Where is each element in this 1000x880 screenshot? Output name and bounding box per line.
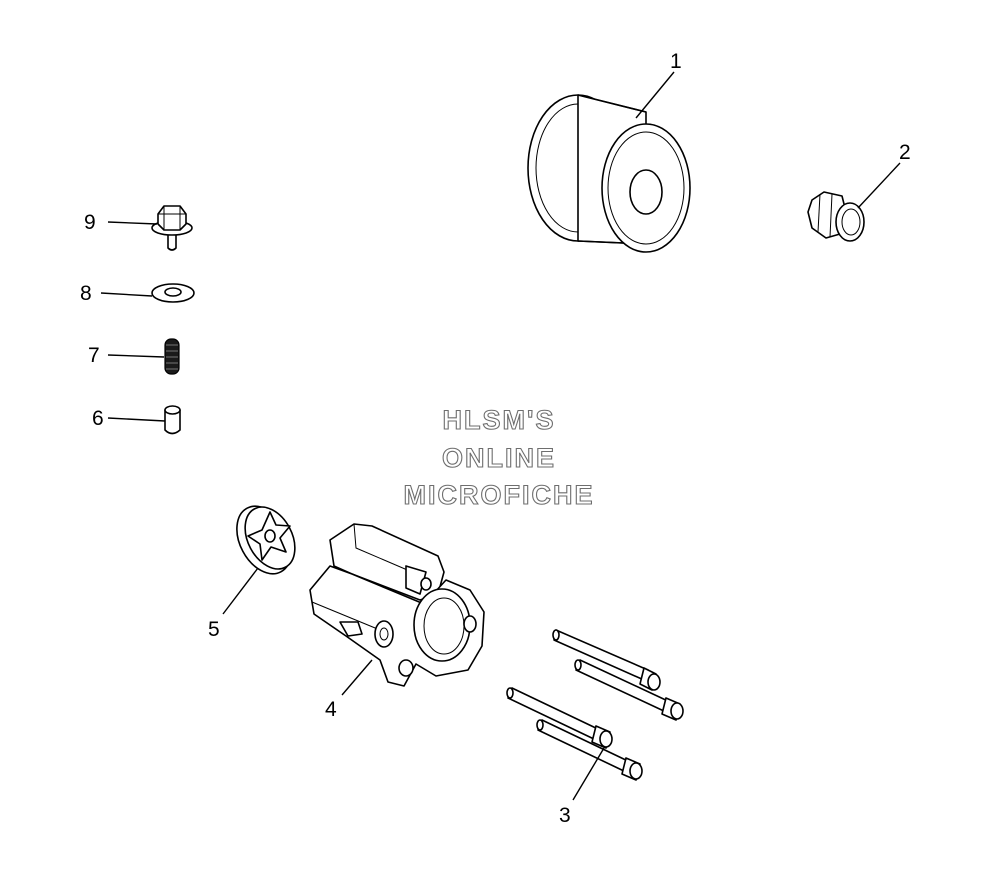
leader-4 (341, 659, 373, 696)
callout-6: 6 (92, 407, 104, 430)
leader-3 (572, 747, 605, 801)
leader-2 (857, 162, 901, 209)
pump-rotor[interactable] (226, 497, 305, 583)
leader-7 (107, 354, 165, 358)
callout-5: 5 (208, 618, 220, 641)
bolt-1[interactable] (552, 629, 661, 691)
leader-6 (107, 417, 166, 422)
watermark-line-1: HLSM'S (443, 405, 556, 435)
callout-1: 1 (670, 50, 682, 73)
bolt-2[interactable] (574, 659, 684, 721)
leader-lines (100, 71, 901, 801)
bolt-3[interactable] (506, 687, 613, 749)
oil-pump-body[interactable] (309, 523, 485, 687)
stud[interactable] (164, 338, 180, 375)
flange-bolt[interactable] (151, 205, 193, 251)
callout-4: 4 (325, 698, 337, 721)
dowel-pin[interactable] (164, 405, 181, 435)
oil-filter[interactable] (527, 94, 691, 253)
watermark: HLSM'S ONLINE MICROFICHE (403, 404, 595, 510)
bolt-4[interactable] (536, 719, 643, 781)
leader-8 (100, 292, 153, 297)
watermark-line-3: MICROFICHE (404, 480, 595, 510)
washer[interactable] (151, 283, 195, 303)
callout-8: 8 (80, 282, 92, 305)
callout-3: 3 (559, 804, 571, 827)
leader-1 (635, 71, 675, 119)
watermark-line-2: ONLINE (442, 443, 556, 473)
callout-7: 7 (88, 344, 100, 367)
leader-9 (107, 221, 158, 225)
callout-2: 2 (899, 141, 911, 164)
fitting[interactable] (807, 191, 865, 242)
callout-9: 9 (84, 211, 96, 234)
leader-5 (222, 567, 259, 615)
